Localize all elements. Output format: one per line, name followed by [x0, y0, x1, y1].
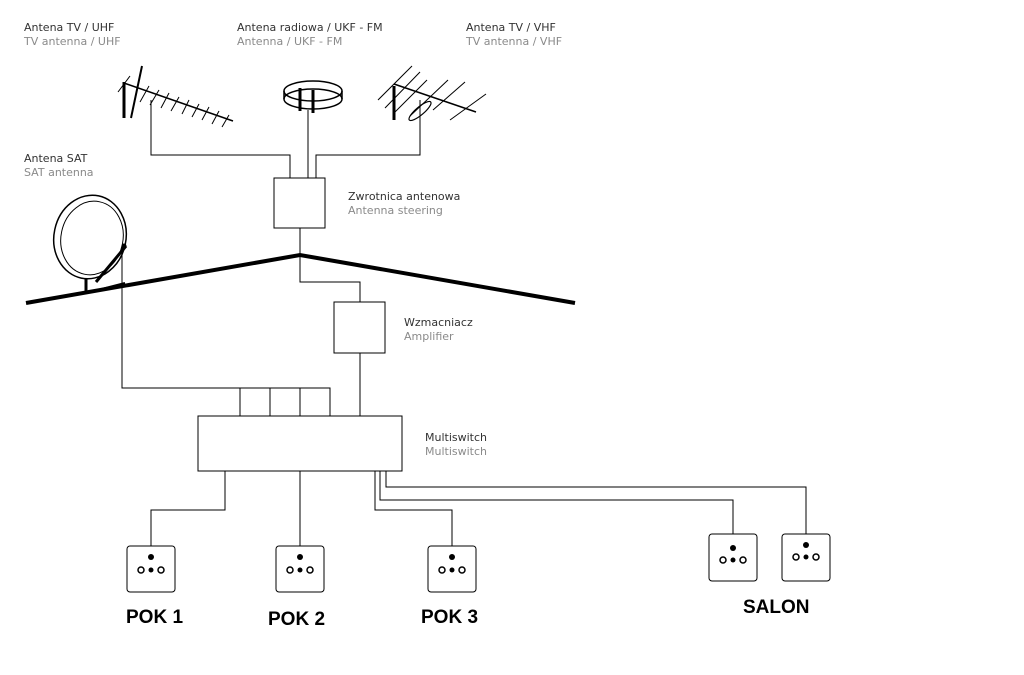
combiner-label: Zwrotnica antenowa	[348, 190, 460, 203]
socket-pok2	[275, 545, 325, 593]
multiswitch-inputs	[239, 387, 331, 417]
amplifier-label: Wzmacniacz	[404, 316, 473, 329]
combiner-label-en: Antenna steering	[348, 204, 443, 217]
socket-salon-1	[708, 533, 758, 582]
room-label-pok3: POK 3	[421, 607, 478, 628]
socket-pok1	[126, 545, 176, 593]
multiswitch-label-en: Multiswitch	[425, 445, 487, 458]
roof-line	[25, 252, 576, 305]
sat-dish-icon	[52, 194, 128, 294]
room-label-salon: SALON	[743, 597, 810, 618]
fm-antenna-label-en: Antenna / UKF - FM	[237, 35, 342, 48]
multiswitch-box	[197, 415, 403, 472]
amplifier-label-en: Amplifier	[404, 330, 454, 343]
sat-antenna-label-en: SAT antenna	[24, 166, 94, 179]
antenna-combiner-box	[273, 177, 326, 229]
multiswitch-label: Multiswitch	[425, 431, 487, 444]
vhf-antenna-label-en: TV antenna / VHF	[465, 35, 562, 48]
vhf-antenna-icon	[377, 65, 487, 122]
amplifier-box	[333, 301, 386, 354]
fm-antenna-icon	[283, 80, 343, 113]
room-label-pok2: POK 2	[268, 609, 325, 630]
vhf-antenna-label: Antena TV / VHF	[466, 21, 556, 34]
fm-antenna-label: Antena radiowa / UKF - FM	[237, 21, 383, 34]
sat-antenna-label: Antena SAT	[24, 152, 88, 165]
socket-salon-2	[781, 533, 831, 582]
uhf-antenna-label-en: TV antenna / UHF	[23, 35, 121, 48]
socket-pok3	[427, 545, 477, 593]
uhf-antenna-label: Antena TV / UHF	[24, 21, 114, 34]
room-label-pok1: POK 1	[126, 607, 183, 628]
uhf-antenna-icon	[117, 65, 234, 128]
